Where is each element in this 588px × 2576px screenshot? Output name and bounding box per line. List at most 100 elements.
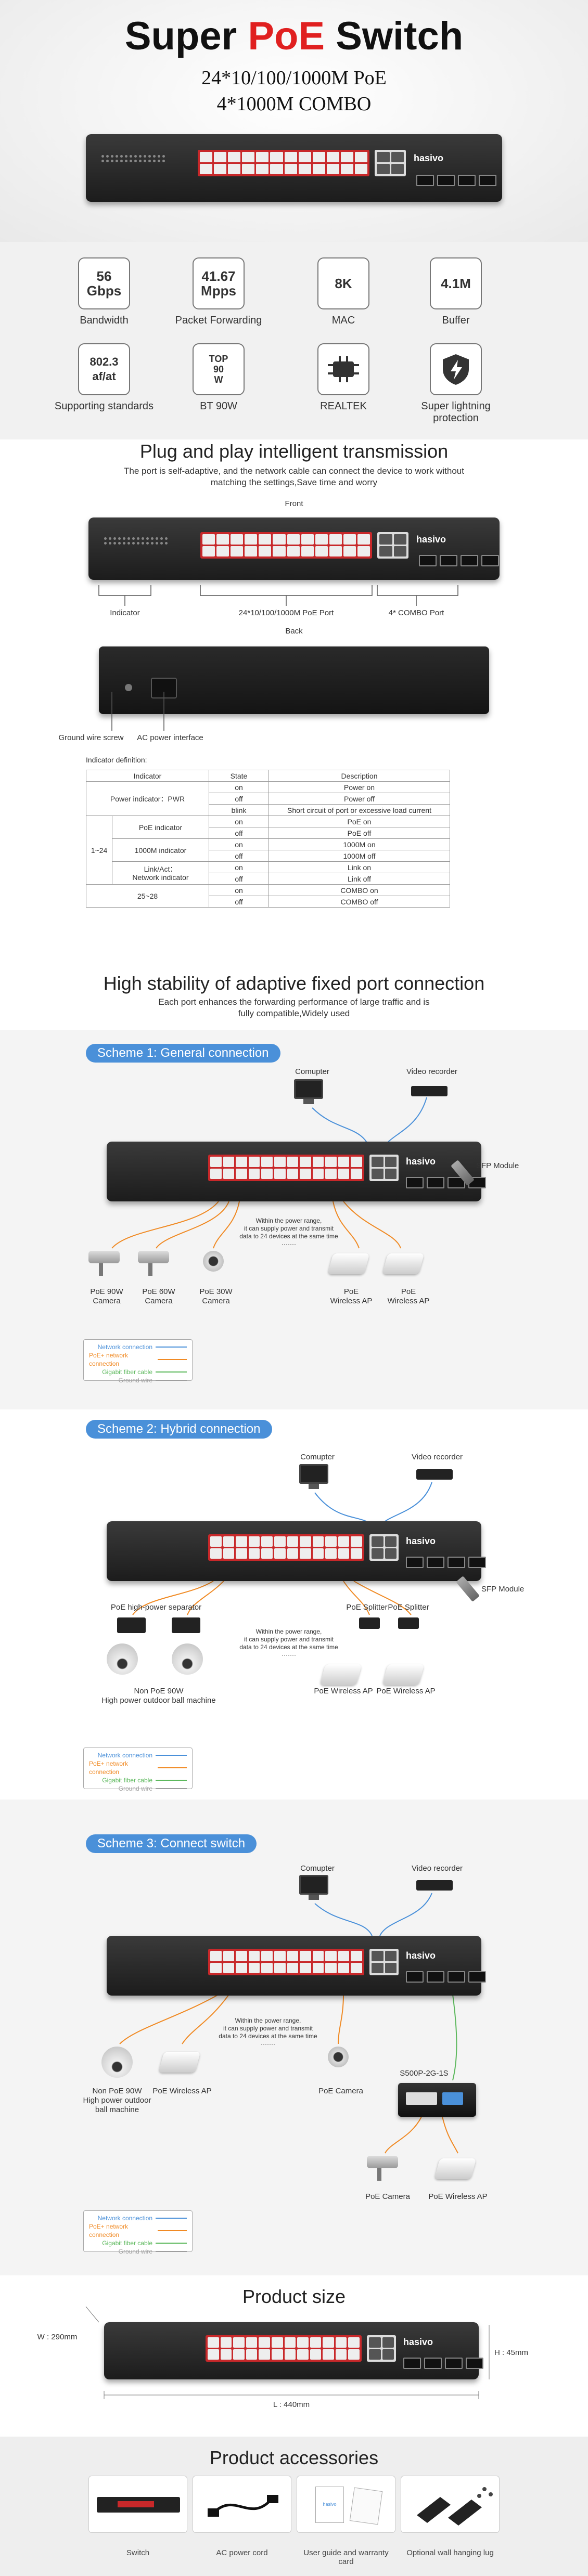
td: off [208, 793, 269, 805]
computer-icon [299, 1875, 328, 1902]
s3-computer-label: Comupter [300, 1864, 335, 1873]
feature-label: Supporting standards [54, 400, 154, 412]
wireless-ap-icon [319, 1664, 362, 1685]
s1-power-note: Within the power range,it can supply pow… [239, 1217, 338, 1248]
s3-cam2-label: PoE Camera [365, 2192, 410, 2201]
hero-section: Super PoE Switch 24*10/100/1000M PoE 4*1… [0, 0, 588, 242]
computer-icon [299, 1464, 328, 1491]
s1-ap2-label: PoE Wireless AP [387, 1287, 430, 1305]
accessory-switch [88, 2476, 187, 2533]
td: on [208, 815, 269, 827]
accessory-label: Optional wall hanging lug [406, 2548, 494, 2557]
th-description: Description [268, 770, 451, 782]
hero-title: Super PoE Switch [124, 14, 464, 58]
s3-switch-label: S500P-2G-1S [400, 2069, 449, 2078]
camera-icon [367, 2156, 403, 2187]
td: on [208, 884, 269, 896]
td: Link on [268, 861, 451, 873]
accessories-title: Product accessories [209, 2447, 379, 2468]
feature-label: Bandwidth [80, 315, 129, 326]
wireless-ap-icon [327, 1253, 370, 1274]
s3-legend: Network connection PoE+ network connecti… [83, 2210, 193, 2255]
s2-ball-label: Non PoE 90W High power outdoor ball mach… [101, 1687, 216, 1705]
s2-computer-label: Comupter [300, 1453, 335, 1461]
camera-30w-icon [195, 1251, 232, 1282]
s2-power-note: Within the power range,it can supply pow… [239, 1628, 338, 1659]
td: Power on [268, 781, 451, 793]
size-title: Product size [242, 2286, 346, 2307]
camera-60w-icon [138, 1251, 174, 1282]
wireless-ap-icon [434, 2158, 477, 2179]
back-label: Back [285, 627, 303, 636]
stability-section: High stability of adaptive fixed port co… [0, 973, 588, 1030]
feature-lightning: Super lightning protection [404, 343, 508, 424]
s1-cam3-label: PoE 30W Camera [199, 1287, 233, 1305]
realtek-icon [317, 343, 369, 395]
ball-camera-icon [107, 1643, 138, 1675]
scheme1-section: Scheme 1: General connection Comupter Vi… [0, 1030, 588, 1409]
feature-label: Buffer [442, 315, 470, 326]
s3-recorder-label: Video recorder [411, 1864, 463, 1873]
computer-icon [294, 1079, 323, 1106]
hero-line1: 24*10/100/1000M PoE [201, 67, 387, 89]
hero-switch-image: hasivo [86, 134, 502, 202]
feature-label: BT 90W [200, 400, 237, 412]
size-dimension-lines [85, 2306, 490, 2399]
stability-subtitle1: Each port enhances the forwarding perfor… [158, 997, 430, 1007]
ball-camera-icon [101, 2047, 133, 2078]
th-indicator: Indicator [86, 770, 209, 782]
feature-bt-90w: TOP 90 W BT 90W [167, 343, 271, 412]
s3-brand: hasivo [406, 1950, 436, 1961]
ground-label: Ground wire screw [58, 733, 124, 742]
poe-port-label: 24*10/100/1000M PoE Port [238, 609, 334, 617]
s2-ap1-label: PoE Wireless AP [314, 1687, 373, 1695]
td: COMBO on [268, 884, 451, 896]
td: Link off [268, 873, 451, 885]
td: Short circuit of port or excessive load … [268, 804, 451, 816]
small-switch-image [398, 2083, 476, 2117]
recorder-icon [411, 1086, 448, 1096]
camera-icon [323, 2047, 354, 2073]
scheme3-section: Scheme 3: Connect switch Comupter Video … [0, 1800, 588, 2275]
s1-cam2-label: PoE 60W Camera [142, 1287, 175, 1305]
scheme2-section: Scheme 2: Hybrid connection Comupter Vid… [0, 1409, 588, 1800]
indicator-def-title: Indicator definition: [86, 756, 147, 764]
size-section: Product size hasivo W : 290mm H : 45mm L… [0, 2275, 588, 2437]
scheme1-badge: Scheme 1: General connection [86, 1044, 280, 1063]
s2-sfp-label: SFP Module [481, 1585, 525, 1594]
td: COMBO off [268, 896, 451, 908]
plug-section: Plug and play intelligent transmission T… [0, 439, 588, 973]
s1-cam1-label: PoE 90W Camera [90, 1287, 123, 1305]
s1-computer-label: Comupter [295, 1067, 329, 1076]
hero-line2: 4*1000M COMBO [216, 93, 372, 115]
s3-ap2-label: PoE Wireless AP [428, 2192, 488, 2201]
td: 1000M on [268, 838, 451, 850]
feature-label: Super lightning protection [421, 400, 491, 424]
front-brand: hasivo [416, 534, 446, 545]
td-range: 1~24 [86, 815, 112, 885]
s3-cam-label: PoE Camera [318, 2087, 363, 2095]
s1-sfp-label: SFP Module [476, 1161, 519, 1170]
lightning-icon [430, 343, 482, 395]
scheme3-badge: Scheme 3: Connect switch [86, 1834, 257, 1853]
bt-90w-icon: TOP 90 W [193, 343, 245, 395]
front-callout-lines [98, 585, 458, 606]
front-label: Front [285, 499, 303, 508]
s1-brand: hasivo [406, 1156, 436, 1167]
accessory-power-cord [193, 2476, 291, 2533]
s3-ball-label: Non PoE 90W High power outdoor ball mach… [83, 2087, 151, 2114]
ball-camera-icon [172, 1643, 203, 1675]
td: 1000M off [268, 850, 451, 862]
feature-label: Packet Forwarding [175, 315, 262, 326]
td: on [208, 838, 269, 850]
wireless-ap-icon [382, 1664, 425, 1685]
s2-switch-image: hasivo [107, 1521, 486, 1581]
s1-legend: Network connection PoE+ network connecti… [83, 1339, 193, 1384]
td: PoE off [268, 827, 451, 839]
accessory-label: User guide and warranty card [303, 2548, 389, 2566]
hero-title-poe: PoE [248, 14, 325, 58]
